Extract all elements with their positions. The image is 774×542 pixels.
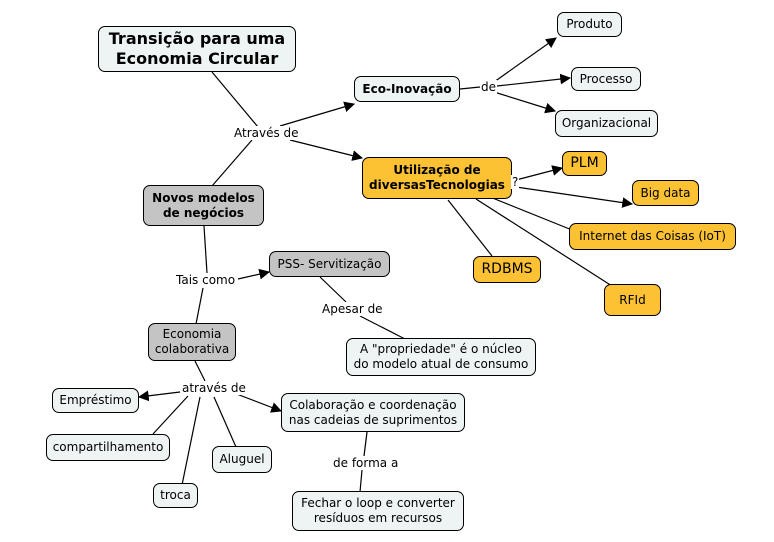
node-economia-colaborativa: Economia colaborativa xyxy=(148,323,236,361)
link-tec-rdbms xyxy=(447,199,493,257)
link-atraves-eco xyxy=(279,101,356,127)
link-tec-bigdata xyxy=(515,186,634,208)
link-atraves-compart xyxy=(152,395,189,435)
link-de-produto xyxy=(493,37,557,83)
node-rfid: RFId xyxy=(604,284,661,316)
node-emprestimo: Empréstimo xyxy=(52,388,139,413)
node-pss: PSS- Servitização xyxy=(269,251,390,277)
node-aluguel: Aluguel xyxy=(212,446,272,473)
link-atraves-troca xyxy=(181,396,201,486)
node-novos-modelos: Novos modelos de negócios xyxy=(143,185,264,226)
link-atraves-colab xyxy=(233,392,283,413)
link-apesar-prop xyxy=(359,315,406,340)
node-produto: Produto xyxy=(557,12,622,37)
node-troca: troca xyxy=(153,483,198,508)
link-label-de: de xyxy=(480,80,497,94)
link-tec-rfid xyxy=(475,198,613,287)
link-label-tais-como: Tais como xyxy=(175,273,237,287)
link-tec-plm xyxy=(515,165,564,181)
node-tecnologias: Utilização de diversasTecnologias xyxy=(362,157,512,199)
link-tais-pss xyxy=(237,268,271,280)
node-colaboracao: Colaboração e coordenação nas cadeias de… xyxy=(281,393,465,432)
link-label-tech-stub: ? xyxy=(511,175,520,189)
link-pss-apesar xyxy=(319,276,347,303)
node-plm: PLM xyxy=(562,151,607,176)
node-organizacional: Organizacional xyxy=(555,110,658,137)
link-novos-tais xyxy=(203,225,208,274)
link-tec-iot xyxy=(489,196,573,231)
link-de-processo xyxy=(496,73,572,87)
link-atraves-aluguel xyxy=(213,396,237,448)
link-atraves-emprestimo xyxy=(137,390,181,402)
node-eco-inovacao: Eco-Inovação xyxy=(354,76,460,102)
node-rdbms: RDBMS xyxy=(473,256,541,283)
link-label-atraves-de-2: através de xyxy=(181,381,247,395)
link-eco-de xyxy=(459,86,481,90)
link-label-atraves-de: Através de xyxy=(233,126,300,140)
link-label-de-forma-a: de forma a xyxy=(332,456,400,470)
link-title-atraves xyxy=(211,71,259,128)
node-bigdata: Big data xyxy=(632,180,699,206)
link-label-apesar-de: Apesar de xyxy=(321,302,384,316)
node-iot: Internet das Coisas (IoT) xyxy=(569,223,736,250)
link-de-org xyxy=(493,91,557,114)
node-fechar-loop: Fechar o loop e converter resíduos em re… xyxy=(292,491,464,531)
link-ecocolab-atraves xyxy=(194,360,206,382)
link-atraves-novos xyxy=(211,139,253,187)
node-compartilhamento: compartilhamento xyxy=(46,434,170,461)
node-processo: Processo xyxy=(571,67,641,91)
title-node: Transição para uma Economia Circular xyxy=(98,26,296,72)
link-forma-fechar xyxy=(359,469,363,493)
link-colab-forma xyxy=(363,431,368,457)
link-atraves-tec xyxy=(289,139,364,161)
link-tais-eco xyxy=(195,287,204,325)
node-propriedade: A "propriedade" é o núcleo do modelo atu… xyxy=(346,338,536,376)
